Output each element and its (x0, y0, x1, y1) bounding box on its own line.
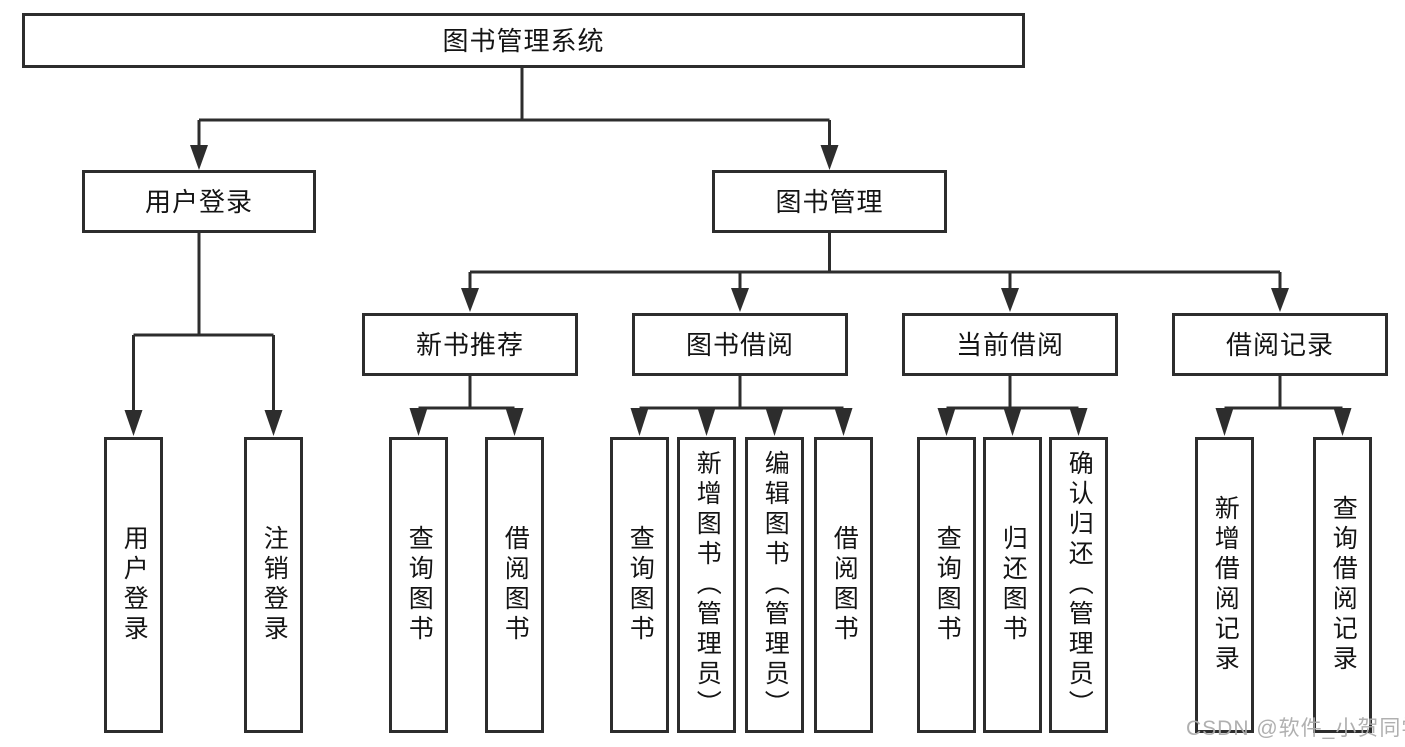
node-current-borrowing: 当前借阅 (902, 313, 1118, 376)
node-label: 新增借阅记录 (1211, 495, 1240, 675)
node-label: 用户登录 (120, 525, 149, 645)
node-label: 确认归还（管理员） (1065, 450, 1094, 720)
node-leaf-query-books-2: 查询图书 (610, 437, 669, 733)
node-label: 查询图书 (933, 525, 962, 645)
node-label: 当前借阅 (955, 329, 1064, 360)
node-leaf-confirm-return-admin: 确认归还（管理员） (1049, 437, 1108, 733)
node-new-book-recommend: 新书推荐 (362, 313, 578, 376)
node-leaf-edit-book-admin: 编辑图书（管理员） (745, 437, 804, 733)
node-label: 图书管理系统 (442, 25, 605, 56)
node-leaf-query-books-3: 查询图书 (917, 437, 976, 733)
node-label: 查询借阅记录 (1329, 495, 1358, 675)
node-leaf-borrow-books-1: 借阅图书 (485, 437, 544, 733)
node-label: 注销登录 (260, 525, 289, 645)
node-label: 查询图书 (405, 525, 434, 645)
node-leaf-user-login: 用户登录 (104, 437, 163, 733)
node-book-management: 图书管理 (712, 170, 947, 233)
node-label: 归还图书 (999, 525, 1028, 645)
node-label: 借阅图书 (830, 525, 859, 645)
node-book-borrowing: 图书借阅 (632, 313, 848, 376)
node-label: 图书管理 (775, 186, 884, 217)
node-root: 图书管理系统 (22, 13, 1025, 68)
node-leaf-add-borrow-record: 新增借阅记录 (1195, 437, 1254, 733)
node-label: 新书推荐 (415, 329, 524, 360)
node-user-login: 用户登录 (82, 170, 316, 233)
node-leaf-return-book: 归还图书 (983, 437, 1042, 733)
node-leaf-add-book-admin: 新增图书（管理员） (677, 437, 736, 733)
node-label: 用户登录 (144, 186, 253, 217)
node-label: 借阅记录 (1225, 329, 1334, 360)
node-leaf-query-borrow-record: 查询借阅记录 (1313, 437, 1372, 733)
node-label: 借阅图书 (501, 525, 530, 645)
node-leaf-logout: 注销登录 (244, 437, 303, 733)
node-label: 新增图书（管理员） (693, 450, 722, 720)
node-label: 图书借阅 (685, 329, 794, 360)
csdn-watermark: CSDN @软件_小贺同学 (1186, 717, 1405, 740)
node-leaf-borrow-books-2: 借阅图书 (814, 437, 873, 733)
node-label: 查询图书 (626, 525, 655, 645)
node-label: 编辑图书（管理员） (761, 450, 790, 720)
node-leaf-query-books-1: 查询图书 (389, 437, 448, 733)
node-borrow-records: 借阅记录 (1172, 313, 1388, 376)
